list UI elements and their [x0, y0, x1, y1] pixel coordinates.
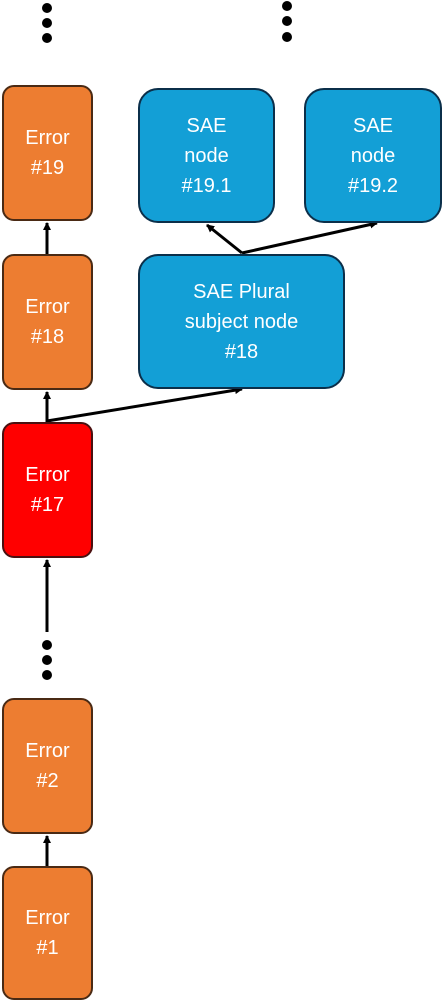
ellipsis-dot	[42, 655, 52, 665]
ellipsis-dot	[282, 16, 292, 26]
ellipsis-dot	[42, 3, 52, 13]
node-label: #18	[30, 326, 65, 348]
ellipsis-dot	[42, 33, 52, 43]
node-label: node	[184, 144, 229, 167]
error-node-17: Error #17	[2, 422, 93, 558]
error-node-18: Error #18	[2, 254, 93, 390]
error-node-1: Error #1	[2, 866, 93, 1000]
ellipsis-dot	[42, 18, 52, 28]
node-label: #1	[36, 937, 59, 959]
node-label: #18	[224, 340, 259, 363]
ellipsis-dot	[282, 32, 292, 42]
edge-sae18-to-sae19-1	[206, 223, 243, 255]
error-node-2: Error #2	[2, 698, 93, 834]
node-label: #19.2	[347, 174, 399, 197]
node-label: #2	[36, 770, 59, 792]
node-label: Error	[25, 740, 70, 762]
ellipsis-dot	[42, 670, 52, 680]
ellipsis-dot	[282, 1, 292, 11]
sae-node-19-2: SAE node #19.2	[304, 88, 442, 223]
edge-error17-to-sae18	[46, 386, 243, 423]
edge-sae18-to-sae19-2	[241, 220, 378, 255]
error-node-19: Error #19	[2, 85, 93, 221]
node-label: subject node	[184, 310, 299, 333]
node-label: SAE	[352, 114, 394, 137]
sae-node-19-1: SAE node #19.1	[138, 88, 275, 223]
sae-plural-subject-node-18: SAE Plural subject node #18	[138, 254, 345, 389]
node-label: SAE Plural	[193, 280, 290, 303]
ellipsis-dot	[42, 640, 52, 650]
node-label: #17	[30, 494, 65, 516]
node-label: Error	[25, 127, 70, 149]
node-label: Error	[25, 296, 70, 318]
node-label: Error	[25, 464, 70, 486]
node-label: SAE	[186, 114, 227, 137]
node-label: #19	[30, 157, 65, 179]
node-label: #19.1	[181, 174, 232, 197]
node-label: Error	[25, 907, 70, 929]
node-label: node	[350, 144, 396, 167]
